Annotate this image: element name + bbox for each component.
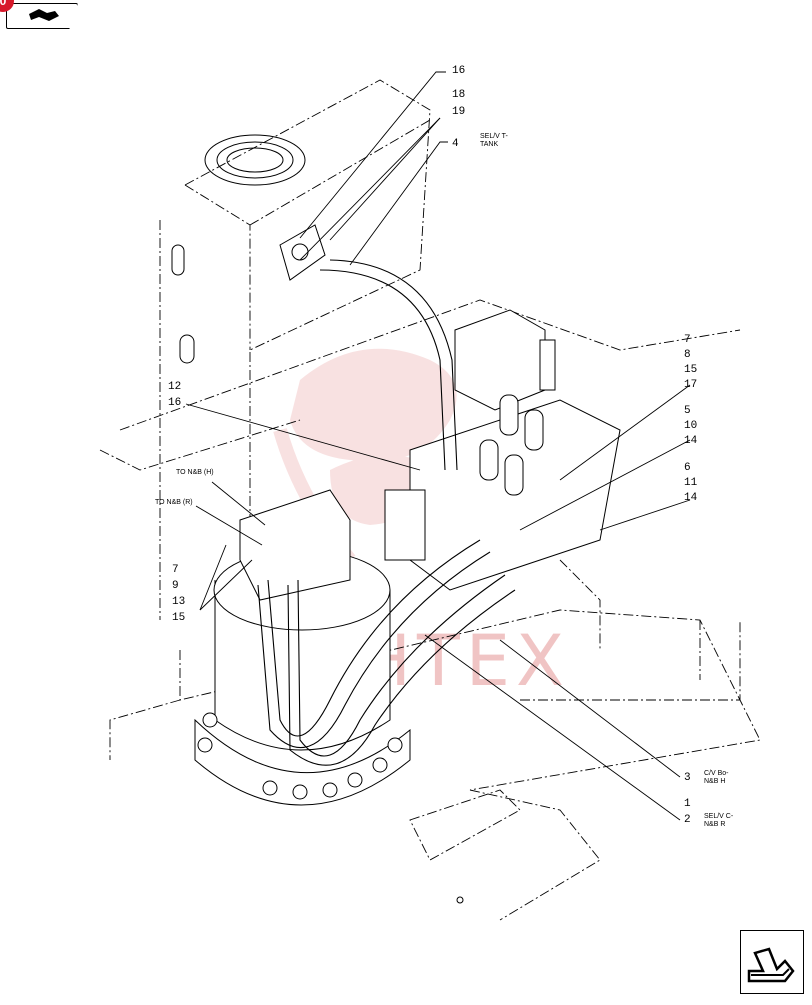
tank-flange (279, 224, 326, 281)
callout-5: 5 (684, 405, 691, 417)
callout-16-top: 16 (452, 65, 465, 77)
callout-19: 19 (452, 106, 465, 118)
control-valve (384, 309, 621, 591)
callout-15-right: 15 (684, 364, 697, 376)
callout-6: 6 (684, 462, 691, 474)
swing-motor (194, 489, 411, 806)
arrow-back-icon (29, 9, 59, 21)
callout-7-right: 7 (684, 334, 691, 346)
callout-8: 8 (684, 349, 691, 361)
note-to-nb-h: TO N&B (H) (176, 469, 214, 476)
callout-2: 2 (684, 814, 691, 826)
arrow-next-icon (747, 947, 795, 983)
note-selv-t-line1: SEL/V T- (480, 133, 509, 140)
base-bolts (197, 712, 403, 800)
next-button[interactable] (740, 930, 804, 994)
callout-14-a: 14 (684, 435, 698, 447)
note-selv-t-line2: TANK (480, 141, 498, 148)
frame-slots (171, 244, 195, 364)
callout-17: 17 (684, 379, 697, 391)
callout-16-left: 16 (168, 397, 181, 409)
note-cv-bo-line1: C/V Bo- (704, 770, 729, 777)
frame-outline (99, 79, 761, 921)
leader-lines (185, 71, 691, 821)
callout-12: 12 (168, 381, 181, 393)
callout-9: 9 (172, 580, 179, 592)
callout-4: 4 (452, 138, 459, 150)
callout-15-left: 15 (172, 612, 185, 624)
callout-13: 13 (172, 596, 185, 608)
callout-3: 3 (684, 772, 691, 784)
callout-14-b: 14 (684, 492, 698, 504)
callout-7-left: 7 (172, 564, 179, 576)
hoses (257, 259, 516, 766)
callout-10: 10 (684, 420, 697, 432)
hole-mark (456, 896, 464, 904)
note-cv-bo-line2: N&B H (704, 778, 725, 785)
note-selv-c-line2: N&B R (704, 821, 725, 828)
back-button[interactable] (6, 3, 78, 29)
note-selv-c-line1: SEL/V C- (704, 813, 734, 820)
callout-1: 1 (684, 798, 691, 810)
callout-18: 18 (452, 89, 465, 101)
note-to-nb-r: TO N&B (R) (155, 499, 193, 506)
turret-ring (204, 134, 306, 186)
notification-badge: 0 (0, 0, 14, 12)
callout-11: 11 (684, 477, 698, 489)
